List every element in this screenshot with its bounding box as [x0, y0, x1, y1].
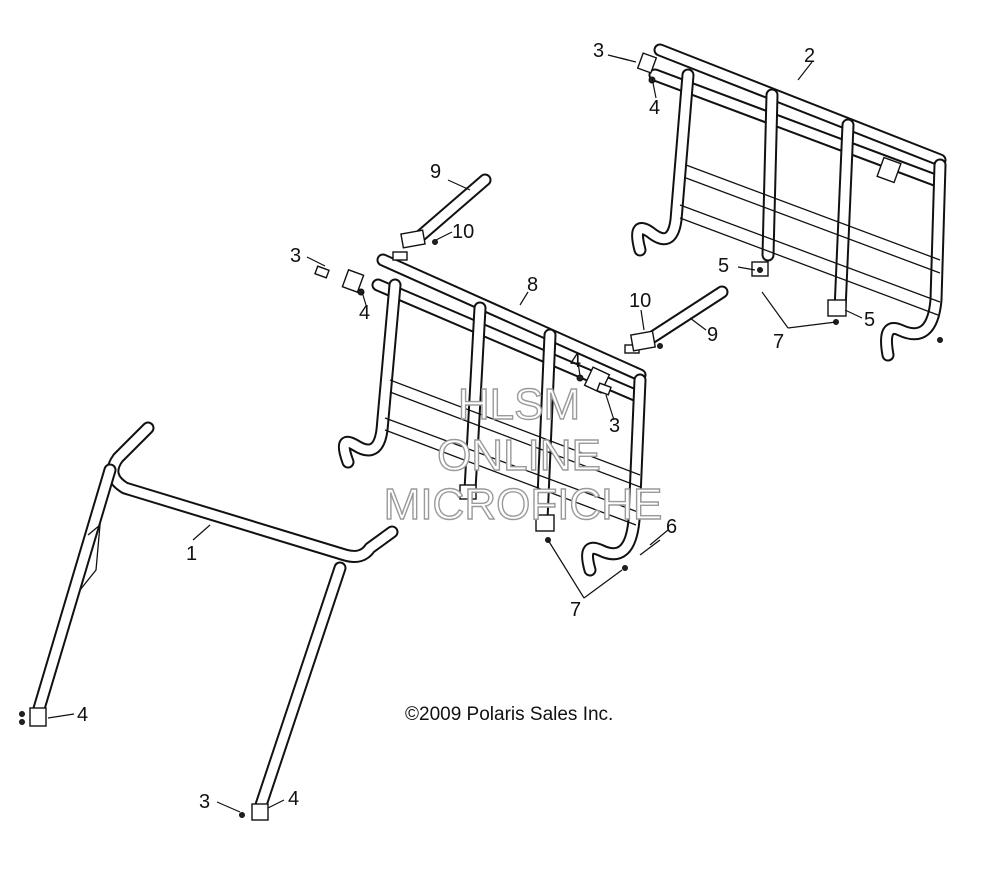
callout-6: 6 — [666, 516, 677, 538]
hardware — [314, 52, 661, 556]
callout-4-mid: 4 — [570, 350, 581, 372]
callout-3-top: 3 — [593, 40, 604, 62]
callout-1: 1 — [186, 543, 197, 565]
callout-8: 8 — [527, 274, 538, 296]
callout-3-mid: 3 — [609, 415, 620, 437]
callout-3-roll-bar-right: 3 — [199, 791, 210, 813]
watermark-line-3: MICROFICHE — [384, 480, 663, 529]
front-cab-frame — [337, 251, 647, 577]
leader-lines — [47, 54, 863, 813]
front-roll-bar — [19, 421, 399, 821]
callout-9-upper: 9 — [430, 161, 441, 183]
callout-7-lower: 7 — [570, 599, 581, 621]
callout-4-roll-bar-left: 4 — [77, 704, 88, 726]
callout-5-right: 5 — [864, 309, 875, 331]
strut-upper — [400, 173, 492, 249]
callout-4-left: 4 — [359, 302, 370, 324]
callouts: 1 2 3 4 9 10 3 4 8 10 9 5 5 7 4 3 6 7 4 … — [77, 40, 875, 813]
watermark-line-1: HLSM — [458, 380, 580, 429]
callout-10-upper: 10 — [452, 221, 474, 243]
callout-7-upper: 7 — [773, 331, 784, 353]
callout-3-left: 3 — [290, 245, 301, 267]
callout-5-left: 5 — [718, 255, 729, 277]
callout-10-lower: 10 — [629, 290, 651, 312]
rear-cab-frame — [631, 43, 947, 362]
copyright-notice: ©2009 Polaris Sales Inc. — [405, 704, 613, 725]
callout-9-lower: 9 — [707, 324, 718, 346]
watermark: HLSM ONLINE MICROFICHE — [383, 379, 663, 529]
callout-4-roll-bar-right: 4 — [288, 788, 299, 810]
strut-lower — [629, 285, 729, 352]
callout-4-top: 4 — [649, 97, 660, 119]
watermark-line-2: ONLINE — [437, 431, 601, 480]
callout-2: 2 — [804, 45, 815, 67]
